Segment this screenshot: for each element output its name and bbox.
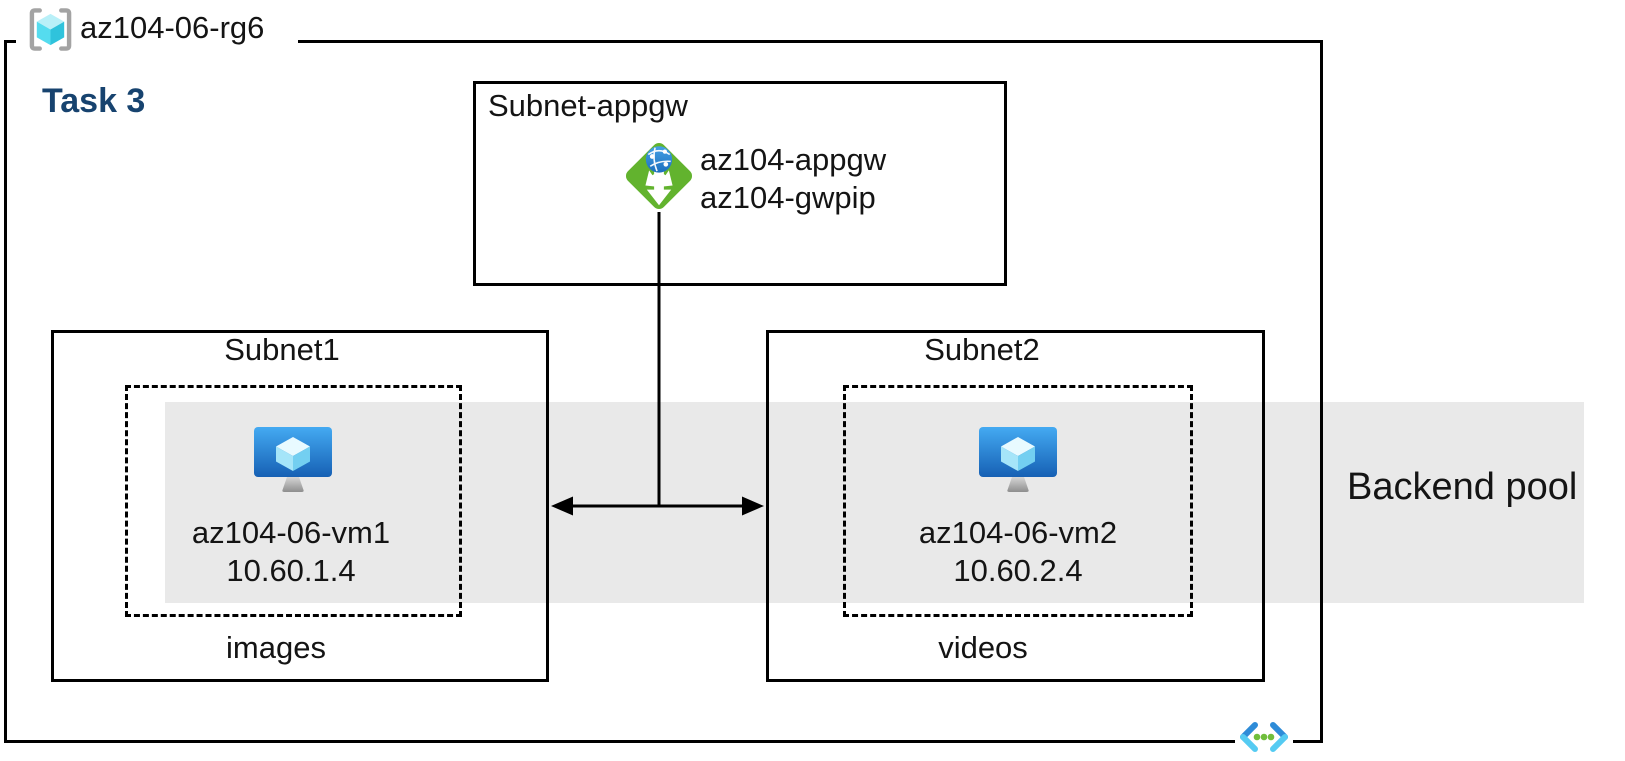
- vm2-name-label: az104-06-vm2: [918, 515, 1118, 550]
- subnet2-box: [766, 330, 1265, 682]
- resource-group-border-mask: [16, 34, 298, 50]
- subnet2-vm-dashed-box: [843, 385, 1193, 617]
- task-heading: Task 3: [42, 82, 146, 120]
- application-gateway-icon: [620, 137, 698, 215]
- appgw-subnet-box: [473, 81, 1007, 286]
- vm1-ip-label: 10.60.1.4: [226, 553, 356, 588]
- vm1-name-label: az104-06-vm1: [191, 515, 391, 550]
- subnet1-caption: images: [226, 630, 326, 665]
- vm2-ip-label: 10.60.2.4: [953, 553, 1083, 588]
- subnet1-title: Subnet1: [224, 332, 340, 367]
- vm1-labels: az104-06-vm1 10.60.1.4: [111, 514, 471, 590]
- appgw-labels: az104-appgw az104-gwpip: [700, 141, 886, 217]
- resource-group-label: az104-06-rg6: [80, 10, 265, 45]
- subnet2-caption: videos: [938, 630, 1028, 665]
- backend-pool-band: [165, 402, 1584, 603]
- subnet1-box: [51, 330, 549, 682]
- resource-group-icon: [27, 7, 74, 52]
- vm2-icon: [978, 426, 1058, 498]
- resource-group-box: [4, 40, 1323, 743]
- backend-pool-label: Backend pool: [1347, 466, 1578, 508]
- appgw-public-ip-label: az104-gwpip: [700, 180, 876, 215]
- subnet2-title: Subnet2: [924, 332, 1040, 367]
- appgw-name-label: az104-appgw: [700, 142, 887, 177]
- virtual-network-icon: [1235, 716, 1293, 758]
- subnet1-vm-dashed-box: [125, 385, 462, 617]
- vm2-labels: az104-06-vm2 10.60.2.4: [838, 514, 1198, 590]
- appgw-subnet-title: Subnet-appgw: [488, 88, 688, 123]
- vm1-icon: [253, 426, 333, 498]
